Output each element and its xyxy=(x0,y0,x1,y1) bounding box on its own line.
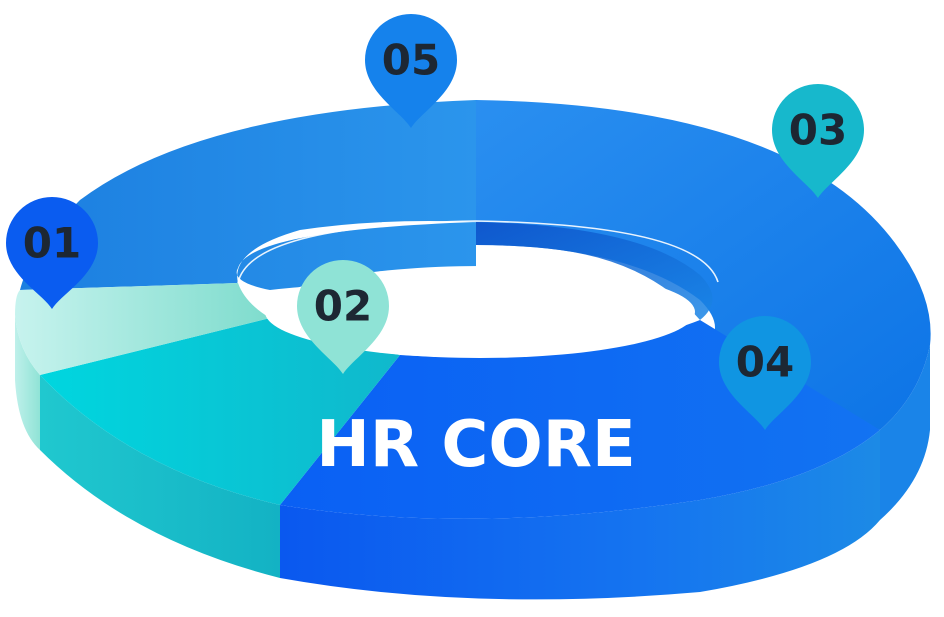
inner-rim xyxy=(237,220,719,284)
pin-05-label: 05 xyxy=(382,36,440,85)
ring-side-walls xyxy=(15,315,930,600)
inner-wall xyxy=(476,222,713,320)
pin-02[interactable]: 02 xyxy=(297,260,389,374)
pin-05-marker xyxy=(365,14,457,128)
pin-01-label: 01 xyxy=(23,219,81,268)
pin-02-marker xyxy=(297,260,389,374)
pin-03[interactable]: 03 xyxy=(772,84,864,198)
pin-03-label: 03 xyxy=(789,106,847,155)
pin-05[interactable]: 05 xyxy=(365,14,457,128)
pin-01-marker xyxy=(6,197,98,309)
pin-03-marker xyxy=(772,84,864,198)
pin-04[interactable]: 04 xyxy=(719,316,811,430)
segment-01 xyxy=(15,283,270,375)
segment-05 xyxy=(20,100,476,290)
side-wall-01 xyxy=(15,315,40,450)
pin-04-label: 04 xyxy=(736,338,794,387)
segment-02 xyxy=(40,318,400,505)
pin-04-marker xyxy=(719,316,811,430)
center-label: HR CORE xyxy=(316,408,636,482)
side-wall-02 xyxy=(40,375,280,578)
side-wall-04 xyxy=(280,430,880,600)
side-wall-03 xyxy=(880,345,930,520)
pin-02-label: 02 xyxy=(314,282,372,331)
pin-01[interactable]: 01 xyxy=(6,197,98,309)
